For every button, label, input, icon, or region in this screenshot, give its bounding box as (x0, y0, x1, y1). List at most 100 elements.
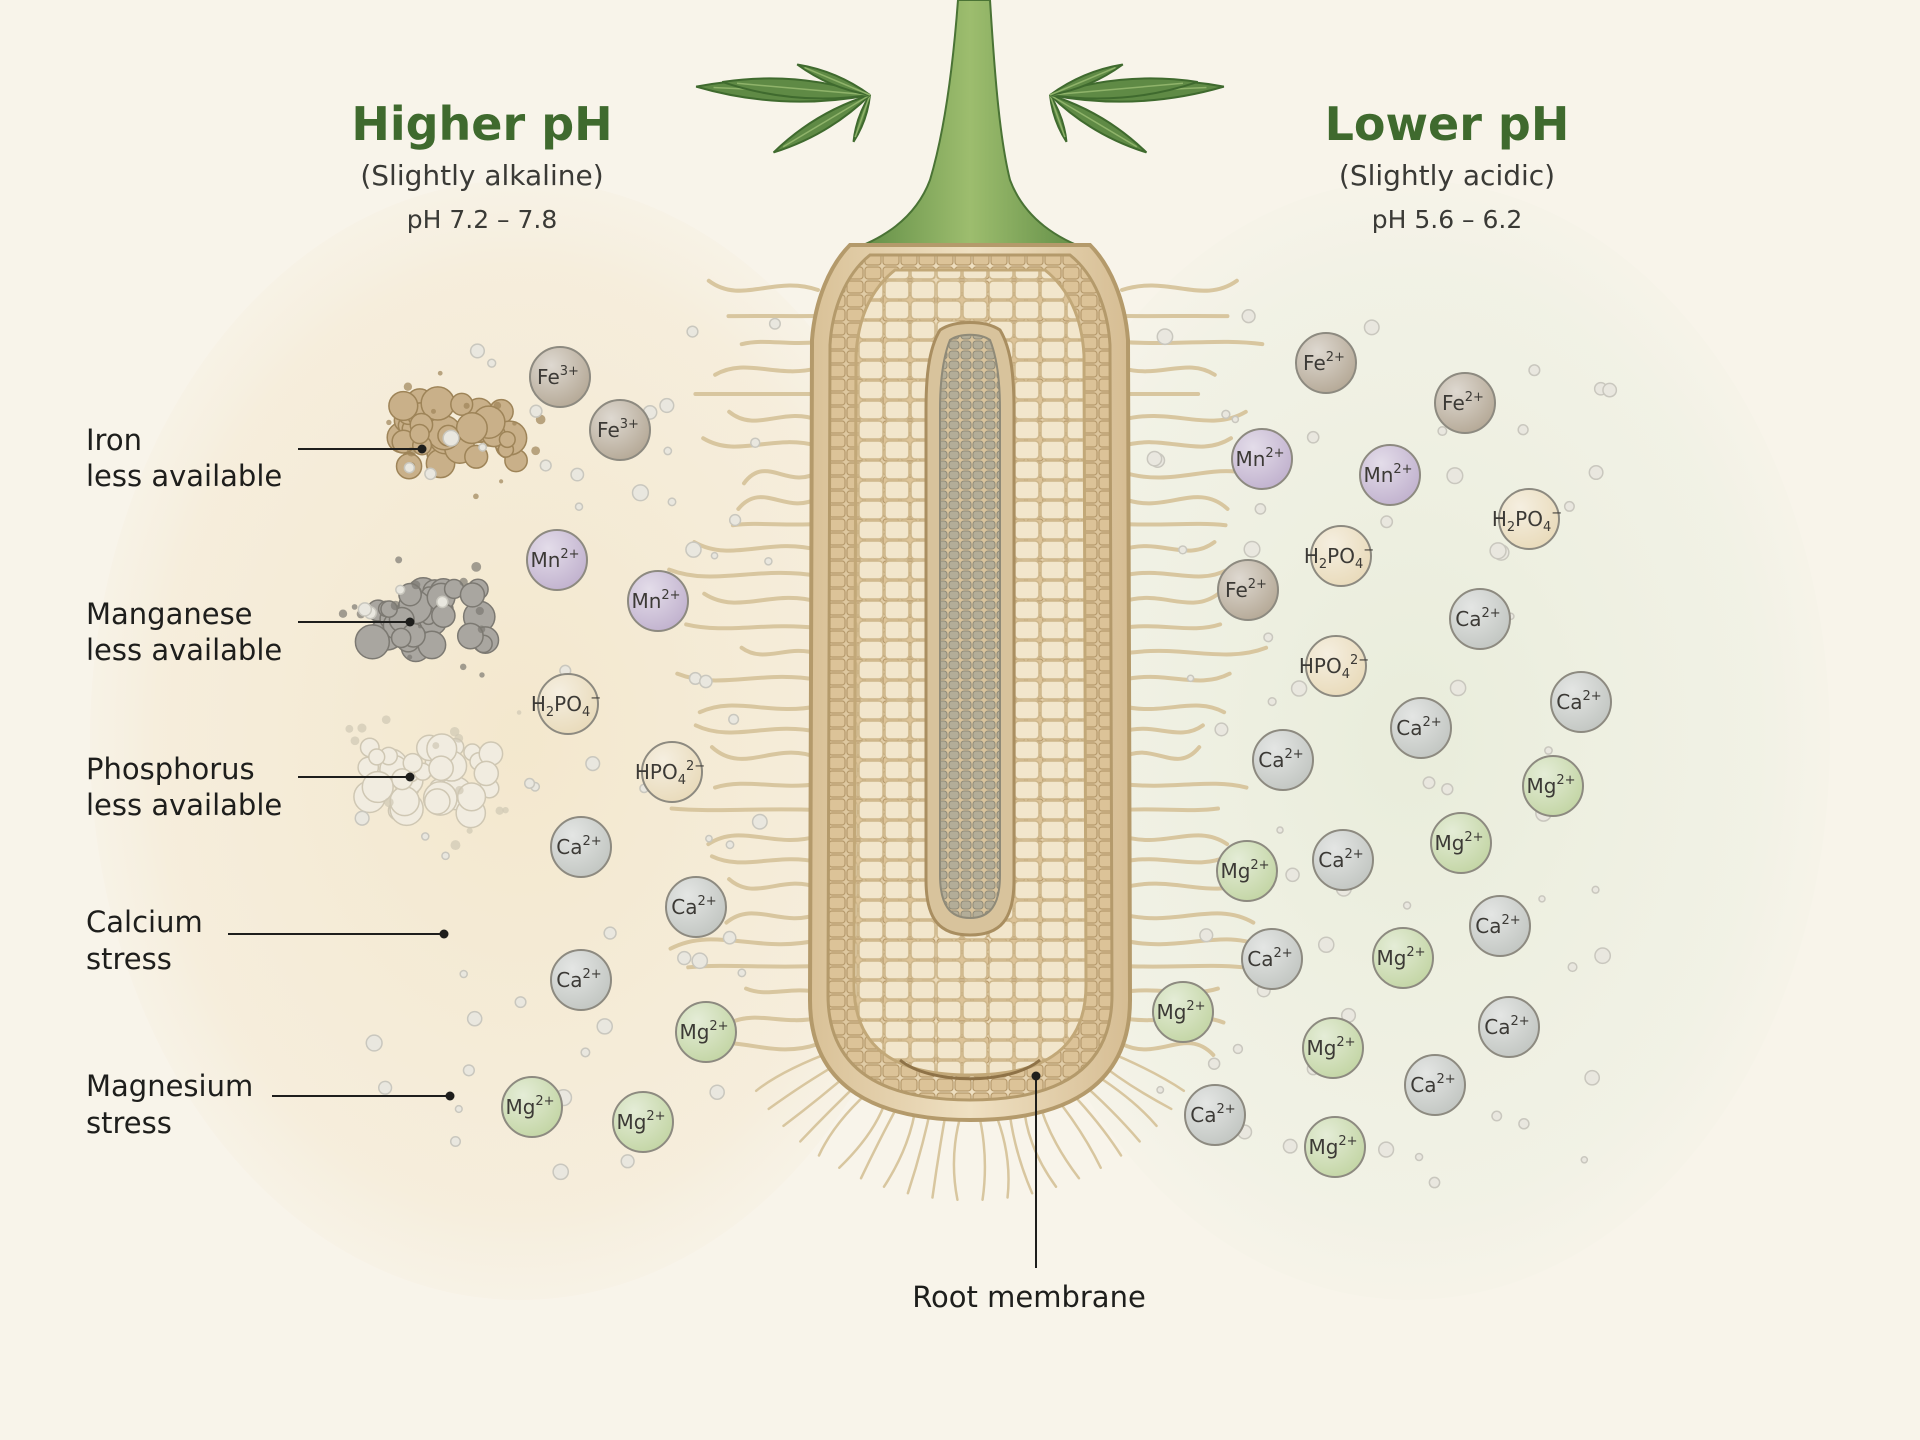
root-hair (1120, 723, 1205, 735)
cannabis-leaf-icon (695, 63, 1225, 154)
soil-dot (1221, 409, 1231, 420)
ion-highlight (1451, 590, 1509, 648)
cluster-speck (479, 672, 485, 678)
leader-dot-magnesium (445, 1091, 455, 1101)
soil-dot (1602, 382, 1618, 398)
label-manganese: Manganese less available (86, 597, 415, 667)
root-hair (1120, 911, 1256, 925)
soil-dot (1422, 776, 1436, 790)
soil-dot (454, 1104, 463, 1114)
soil-dot (1156, 1085, 1165, 1094)
label-manganese-line2: less available (86, 633, 282, 667)
plant-stem (849, 0, 1091, 251)
cluster-grain (455, 412, 488, 445)
soil-dot (403, 461, 416, 474)
cluster-speck (455, 786, 464, 795)
ion-label: Mg2+ (1156, 999, 1205, 1024)
ion-highlight (1392, 699, 1450, 757)
soil-dot (462, 1064, 475, 1077)
soil-dot (620, 1154, 635, 1169)
label-calcium-line1: Calcium (86, 905, 203, 939)
cluster-grain (456, 782, 487, 812)
label-root-membrane: Root membrane (912, 1071, 1146, 1314)
ion-h2po4: H2PO4− (1492, 488, 1562, 550)
soil-dot (685, 541, 702, 558)
ion-label: Fe3+ (537, 364, 579, 389)
soil-dot (1156, 328, 1174, 346)
ion-highlight (1254, 731, 1312, 789)
soil-dot (722, 930, 737, 945)
ion-ca2: Ca2+ (1241, 928, 1303, 990)
ion-hpo4: HPO42− (1299, 635, 1369, 697)
soil-dot (764, 556, 773, 566)
ion-label: Ca2+ (1190, 1102, 1235, 1127)
ion-label: H2PO4− (531, 691, 601, 720)
ion-ca2: Ca2+ (1469, 895, 1531, 957)
soil-dot (1285, 867, 1300, 883)
ion-highlight (528, 531, 586, 589)
cluster-speck (477, 625, 486, 634)
label-magnesium: Magnesium stress (86, 1069, 455, 1140)
ions-acidic-side: Fe2+Fe2+Mn2+Mn2+H2PO4−H2PO4−Fe2+Ca2+HPO4… (1152, 332, 1612, 1178)
soil-dot (1441, 782, 1454, 796)
root-hair (730, 521, 820, 528)
soil-dot (1584, 1069, 1601, 1086)
ion-label: Mn2+ (530, 547, 579, 572)
root-hair (1120, 495, 1230, 511)
root-hair (686, 963, 820, 970)
soil-dot (574, 502, 584, 511)
root-hair (952, 1108, 964, 1201)
cluster-speck (395, 556, 403, 564)
soil-dot (659, 397, 675, 414)
soil-dot (1254, 503, 1267, 515)
root-membrane-label: Root membrane (912, 1280, 1146, 1314)
leader-dot-calcium (439, 929, 449, 939)
cluster-speck (386, 419, 392, 426)
ion-highlight (1500, 490, 1558, 548)
root-hair (1120, 645, 1269, 657)
soil-dot (1446, 467, 1464, 485)
leaf-vein (1049, 66, 1116, 96)
soil-dot (469, 343, 486, 359)
cluster-speck (502, 806, 509, 814)
root-hair (1120, 703, 1227, 715)
ion-ca2: Ca2+ (550, 949, 612, 1011)
root-hair (667, 567, 820, 579)
leader-dot-iron (417, 444, 427, 454)
cluster-speck (351, 604, 358, 610)
root-hair (1120, 806, 1220, 813)
cluster-grain (354, 624, 391, 660)
cluster-speck (471, 561, 482, 572)
ion-label: HPO42− (1299, 653, 1369, 682)
cluster-speck (450, 840, 461, 851)
soil-dot (603, 926, 617, 940)
root-hair (1120, 521, 1228, 528)
ion-mg2: Mg2+ (1152, 981, 1214, 1043)
ion-mg2: Mg2+ (612, 1091, 674, 1153)
soil-dot (441, 851, 450, 861)
cluster-grain (389, 785, 420, 817)
ion-label: H2PO4− (1304, 543, 1374, 572)
soil-dot (709, 1084, 725, 1101)
ion-mg2: Mg2+ (1430, 812, 1492, 874)
soil-dot (728, 713, 740, 725)
root-hair (1120, 833, 1230, 847)
ion-label: Mg2+ (1308, 1134, 1357, 1159)
soil-dot (596, 1018, 614, 1035)
root-hair (669, 806, 820, 813)
soil-dot (1591, 885, 1600, 894)
ion-fe3: Fe3+ (589, 399, 651, 461)
ion-highlight (629, 572, 687, 630)
soil-dot (1207, 1057, 1221, 1070)
root-hair (702, 591, 820, 605)
ion-highlight (1186, 1086, 1244, 1144)
label-phosphorus-line1: Phosphorus (86, 752, 255, 786)
cluster-speck (350, 736, 360, 746)
soil-dot (750, 437, 761, 448)
soil-dot (1380, 515, 1394, 529)
root-hair (709, 745, 820, 761)
ion-highlight (1432, 814, 1490, 872)
soil-dot (1437, 425, 1448, 437)
root-hair (727, 409, 820, 423)
